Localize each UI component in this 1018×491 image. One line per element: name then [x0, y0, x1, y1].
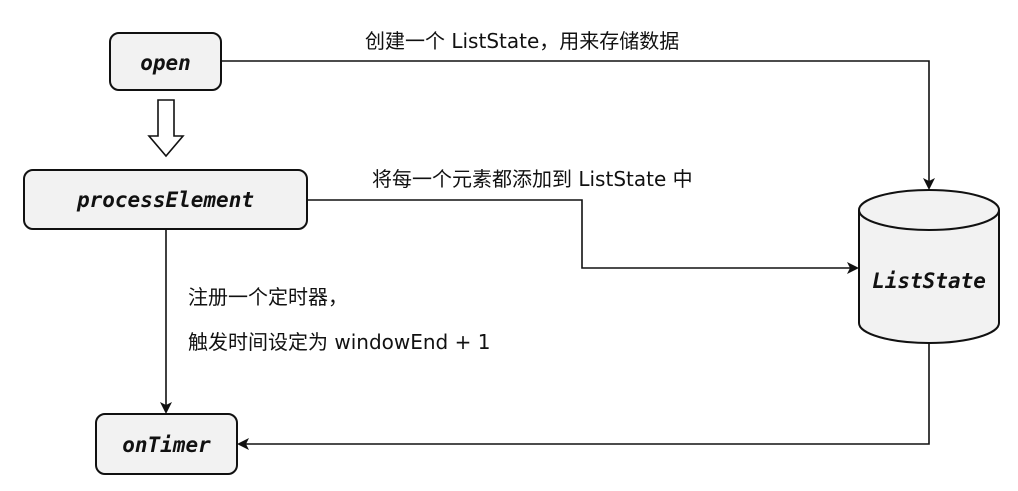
edge-label-register-timer-line2: 触发时间设定为 windowEnd + 1 [188, 330, 490, 354]
process-element-node-label: processElement [76, 188, 254, 212]
edge-process-to-list-state [307, 199, 859, 274]
on-timer-node-label: onTimer [122, 433, 211, 457]
list-state-cylinder: ListState [858, 189, 1000, 344]
edge-open-to-list-state [221, 60, 935, 190]
edge-label-process-to-state: 将每一个元素都添加到 ListState 中 [372, 167, 693, 191]
edge-label-register-timer-line1: 注册一个定时器， [188, 285, 348, 309]
edge-list-state-to-on-timer [237, 343, 930, 450]
on-timer-node: onTimer [95, 413, 238, 475]
process-element-node: processElement [23, 169, 308, 230]
edge-label-open-to-state: 创建一个 ListState，用来存储数据 [365, 29, 679, 53]
hollow-down-arrow [147, 99, 185, 158]
open-node: open [109, 32, 222, 91]
list-state-label: ListState [872, 269, 986, 293]
open-node-label: open [140, 51, 191, 75]
